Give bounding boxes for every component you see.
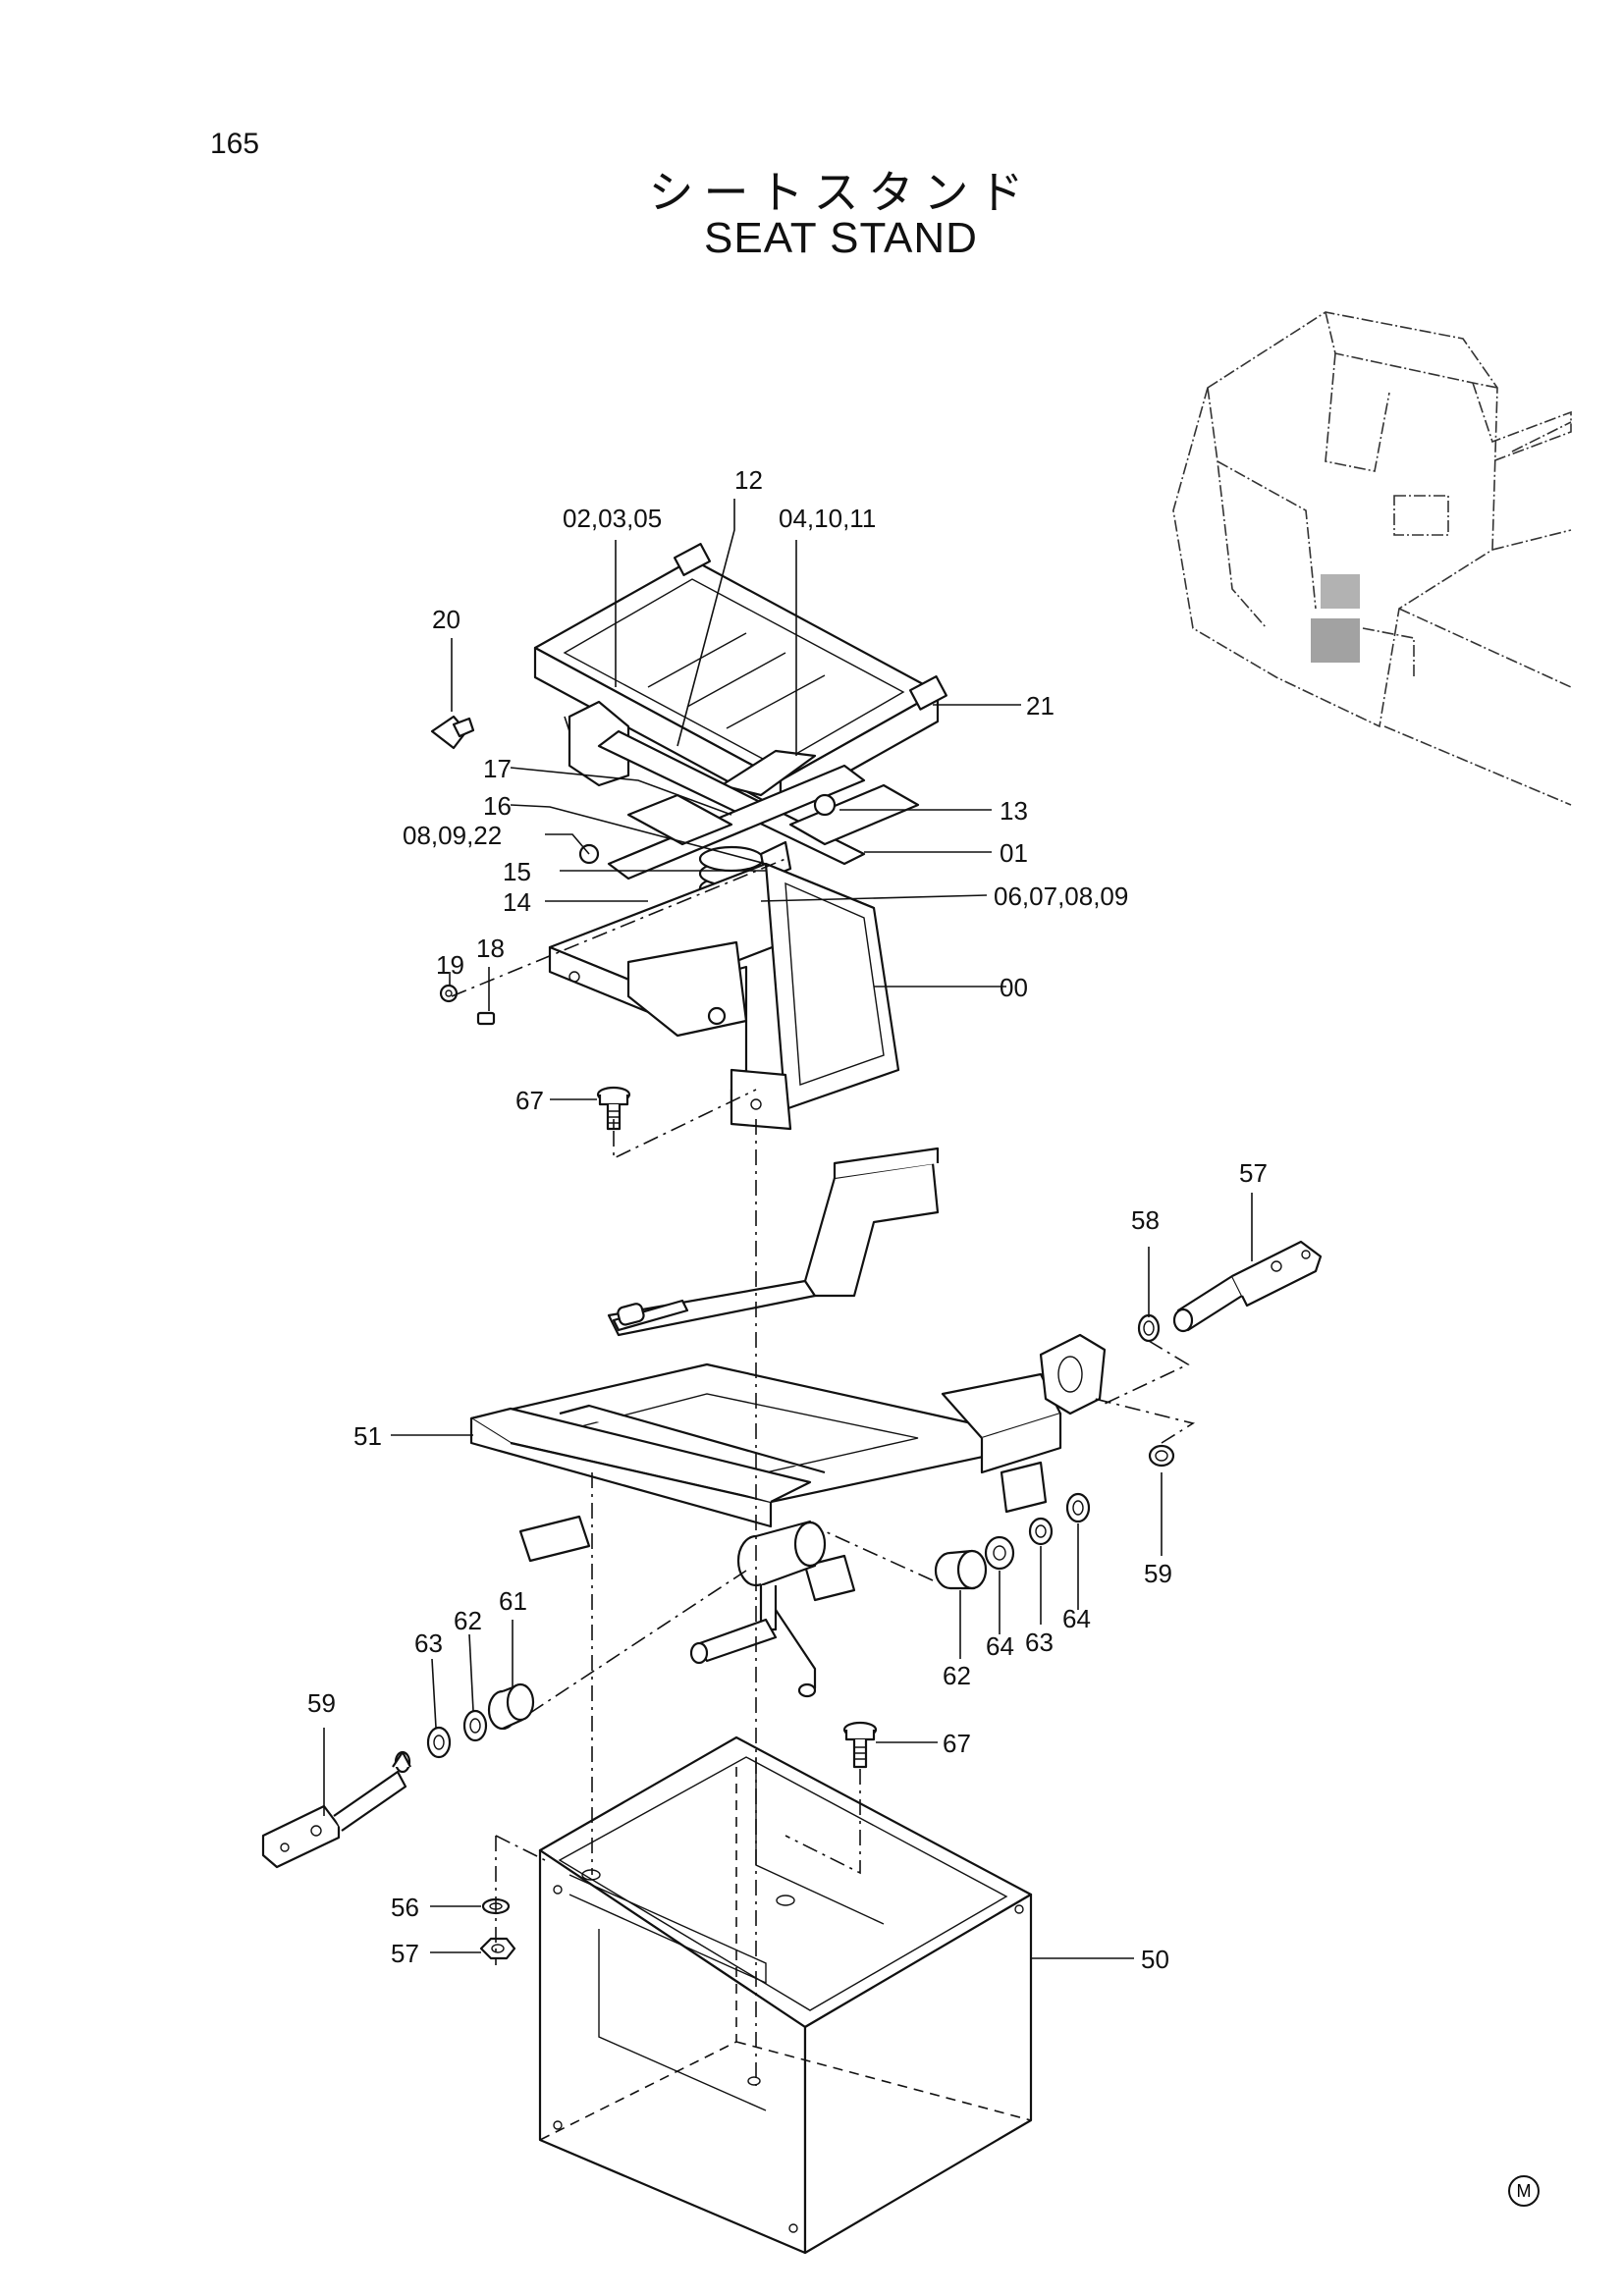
callout-17: 17	[483, 754, 512, 783]
callout-labels: 12 02,03,05 04,10,11 20 21 17 16 13 08,0…	[307, 465, 1268, 1974]
callout-13: 13	[1000, 796, 1028, 826]
callout-20: 20	[432, 605, 460, 634]
washer-63-right	[1028, 1517, 1054, 1546]
seat-suspension-assembly	[430, 543, 947, 1131]
assembly-center-lines	[451, 716, 1196, 2086]
callout-50: 50	[1141, 1945, 1169, 1974]
callout-08-09-22: 08,09,22	[403, 821, 502, 850]
callout-59-upper: 58	[1131, 1205, 1160, 1235]
callout-16: 16	[483, 791, 512, 821]
bushing-62-left	[487, 1682, 535, 1731]
cab-location-sketch	[1172, 311, 1572, 806]
callout-62-left: 61	[499, 1586, 527, 1616]
callout-06-07-08-09: 06,07,08,09	[994, 881, 1128, 911]
shaft-58	[1172, 1240, 1323, 1333]
seat-box	[538, 1735, 1033, 2255]
callout-04-10-11: 04,10,11	[779, 504, 876, 533]
callout-leader-lines	[323, 499, 1253, 1959]
callout-02-03-05: 02,03,05	[563, 504, 662, 533]
callout-18: 18	[476, 934, 505, 963]
page-title-english: SEAT STAND	[704, 214, 978, 262]
callout-63-right: 63	[1025, 1628, 1054, 1657]
snap-ring-59-upper	[1137, 1313, 1161, 1343]
callout-61: 59	[307, 1688, 336, 1718]
callout-01: 01	[1000, 838, 1028, 868]
seat-slide-frame	[469, 1147, 1107, 1698]
callout-67-lower: 67	[943, 1729, 971, 1758]
snap-ring-64-right	[1065, 1492, 1091, 1523]
callout-51: 51	[353, 1421, 382, 1451]
callout-00: 00	[1000, 973, 1028, 1002]
callout-62-right: 62	[943, 1661, 971, 1690]
shaft-61	[261, 1750, 411, 1869]
page-number: 165	[210, 128, 260, 160]
callout-15: 15	[503, 857, 531, 886]
callout-64-right: 64	[1062, 1604, 1091, 1633]
callout-67-upper: 67	[515, 1086, 544, 1115]
page-title-japanese: シートスタンド	[648, 167, 1034, 218]
callout-21: 21	[1026, 691, 1055, 721]
callout-58: 57	[1239, 1158, 1268, 1188]
washer-63-left	[462, 1709, 488, 1742]
callout-14: 14	[503, 887, 531, 917]
nut-57	[479, 1937, 516, 1960]
callout-12: 12	[734, 465, 763, 495]
callout-64-left: 63	[414, 1629, 443, 1658]
callout-65: 64	[986, 1631, 1014, 1661]
bolt-67-upper	[596, 1086, 631, 1131]
bushing-62-right	[934, 1549, 988, 1590]
callout-59-lower: 59	[1144, 1559, 1172, 1588]
maker-mark: M	[1508, 2175, 1540, 2207]
callout-57: 57	[391, 1939, 419, 1968]
callout-63-left: 62	[454, 1606, 482, 1635]
callout-19: 19	[436, 950, 464, 980]
bolt-67-lower	[842, 1721, 878, 1769]
callout-56: 56	[391, 1893, 419, 1922]
washer-65	[984, 1535, 1015, 1571]
snap-ring-59-lower	[1148, 1444, 1175, 1468]
snap-ring-64-left	[426, 1726, 452, 1759]
